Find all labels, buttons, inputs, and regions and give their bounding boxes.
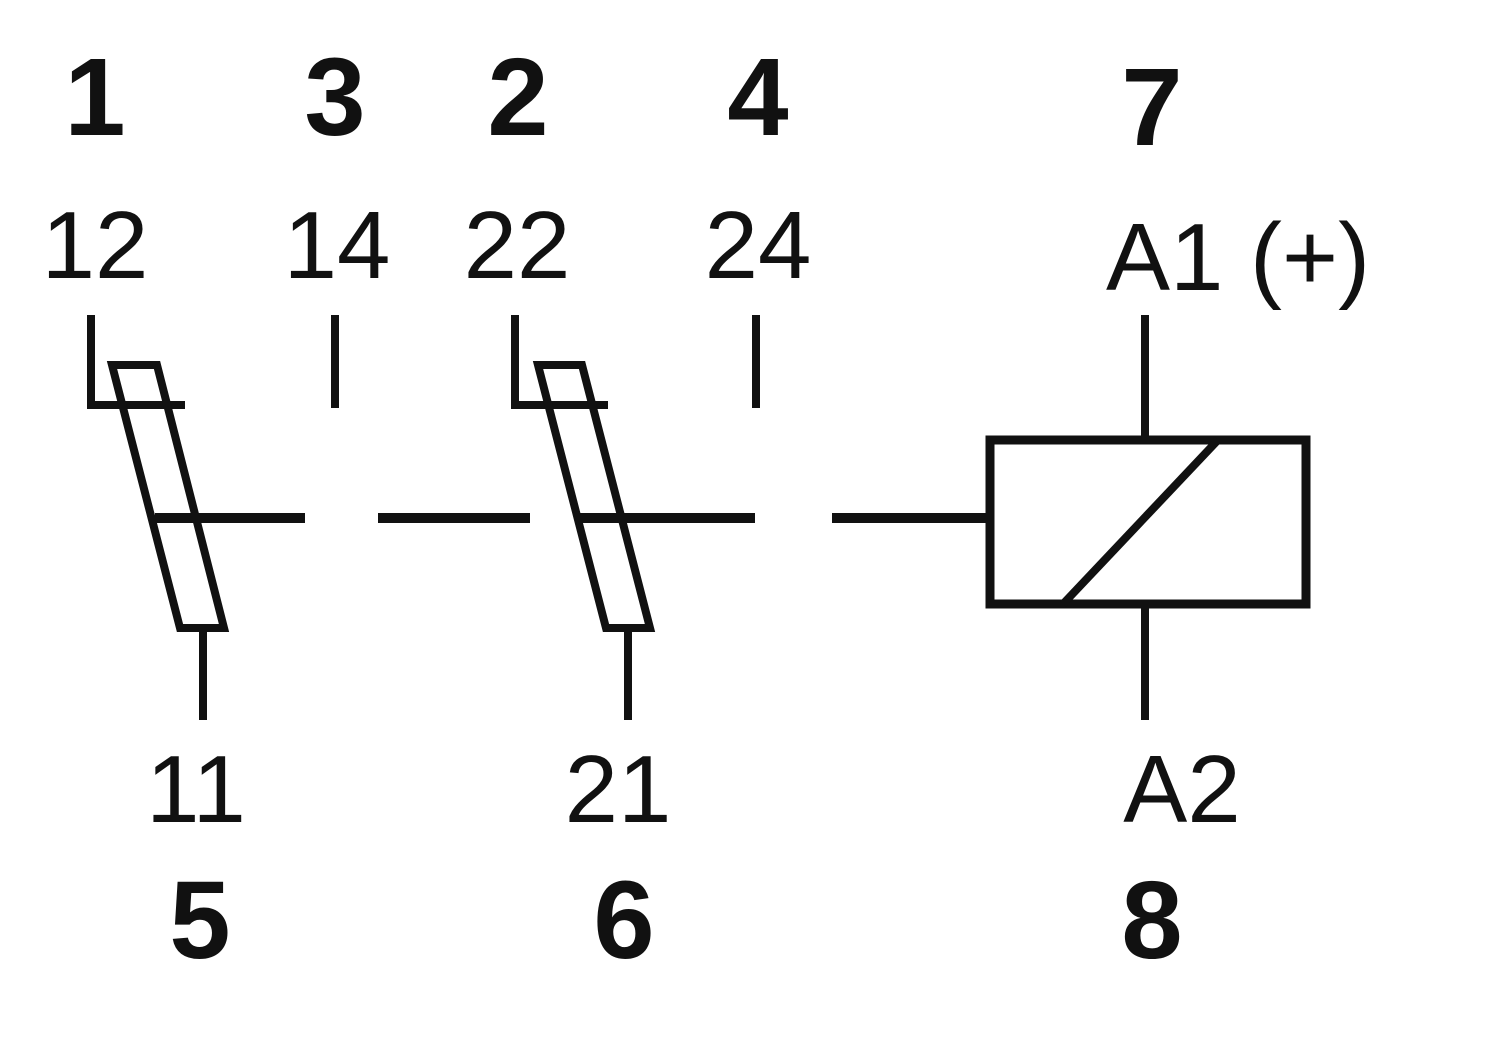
- terminal-label-a2: A2: [1123, 736, 1240, 843]
- terminal-label-11: 11: [146, 736, 246, 843]
- nc-terminal-12-lead: [87, 315, 185, 409]
- nc-terminal-22-lead: [511, 315, 608, 409]
- contact-blade-2: [532, 361, 656, 632]
- terminal-label-21: 21: [565, 736, 672, 843]
- pin-number-3: 3: [304, 36, 365, 159]
- pin-number-8: 8: [1121, 859, 1182, 982]
- changeover-contact-2: [511, 315, 760, 720]
- pin-number-1: 1: [64, 36, 125, 159]
- terminal-label-24: 24: [705, 192, 812, 299]
- pin-number-4: 4: [727, 36, 788, 159]
- terminal-label-a1: A1 (+): [1106, 204, 1370, 311]
- pin-number-2: 2: [487, 36, 548, 159]
- pin-number-6: 6: [593, 859, 654, 982]
- pin-number-7: 7: [1121, 46, 1182, 169]
- relay-coil: [985, 315, 1311, 720]
- coil-box: [985, 435, 1311, 609]
- changeover-contact-1: [87, 315, 339, 720]
- pin-number-5: 5: [169, 859, 230, 982]
- terminal-label-14: 14: [284, 192, 391, 299]
- coil-diagonal: [1060, 437, 1221, 607]
- terminal-label-22: 22: [464, 192, 571, 299]
- contact-blade-1: [106, 361, 230, 632]
- terminal-label-12: 12: [42, 192, 149, 299]
